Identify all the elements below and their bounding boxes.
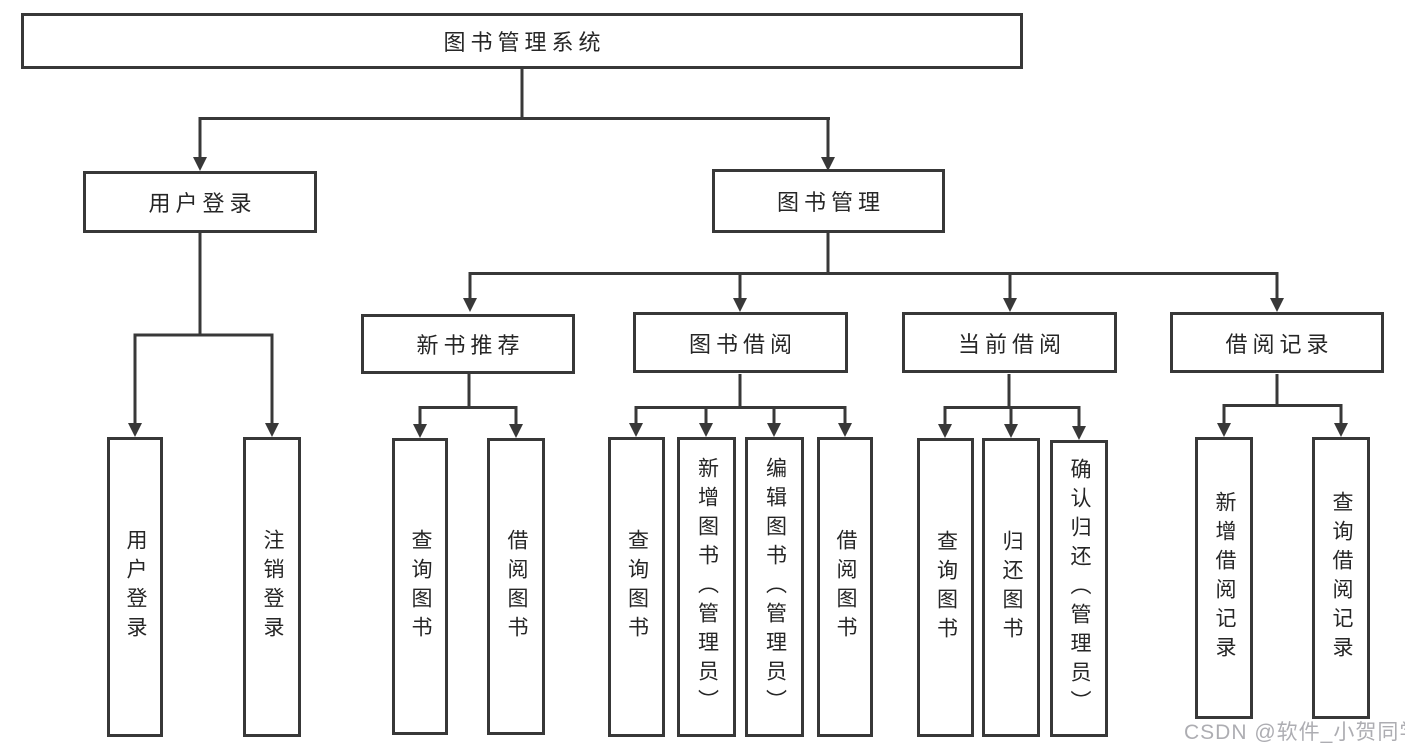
leaf-borrow-books-borrow: 借阅图书 xyxy=(817,437,873,737)
leaf-return-books: 归还图书 xyxy=(982,438,1040,737)
leaf-user-login: 用户登录 xyxy=(107,437,163,737)
leaf-borrow-books-recommend: 借阅图书 xyxy=(487,438,545,735)
connector-paths xyxy=(133,69,1343,427)
leaf-logout-login: 注销登录 xyxy=(243,437,301,737)
node-new-book-recommendation: 新书推荐 xyxy=(361,314,575,374)
leaf-query-borrow-record: 查询借阅记录 xyxy=(1312,437,1370,719)
leaf-confirm-return-admin: 确认归还（管理员） xyxy=(1050,440,1108,737)
leaf-add-books-admin: 新增图书（管理员） xyxy=(677,437,736,737)
watermark: CSDN @软件_小贺同学 xyxy=(1184,721,1405,744)
leaf-edit-books-admin: 编辑图书（管理员） xyxy=(745,437,804,737)
node-borrowing-records: 借阅记录 xyxy=(1170,312,1384,373)
node-book-management: 图书管理 xyxy=(712,169,945,233)
leaf-add-borrow-record: 新增借阅记录 xyxy=(1195,437,1253,719)
node-library-management-system: 图书管理系统 xyxy=(21,13,1023,69)
arrowheads xyxy=(128,157,1348,440)
leaf-query-books-recommend: 查询图书 xyxy=(392,438,448,735)
leaf-query-books-borrow: 查询图书 xyxy=(608,437,665,737)
node-current-borrowing: 当前借阅 xyxy=(902,312,1117,373)
node-user-login: 用户登录 xyxy=(83,171,317,233)
leaf-query-books-current: 查询图书 xyxy=(917,438,974,737)
node-book-borrowing: 图书借阅 xyxy=(633,312,848,373)
